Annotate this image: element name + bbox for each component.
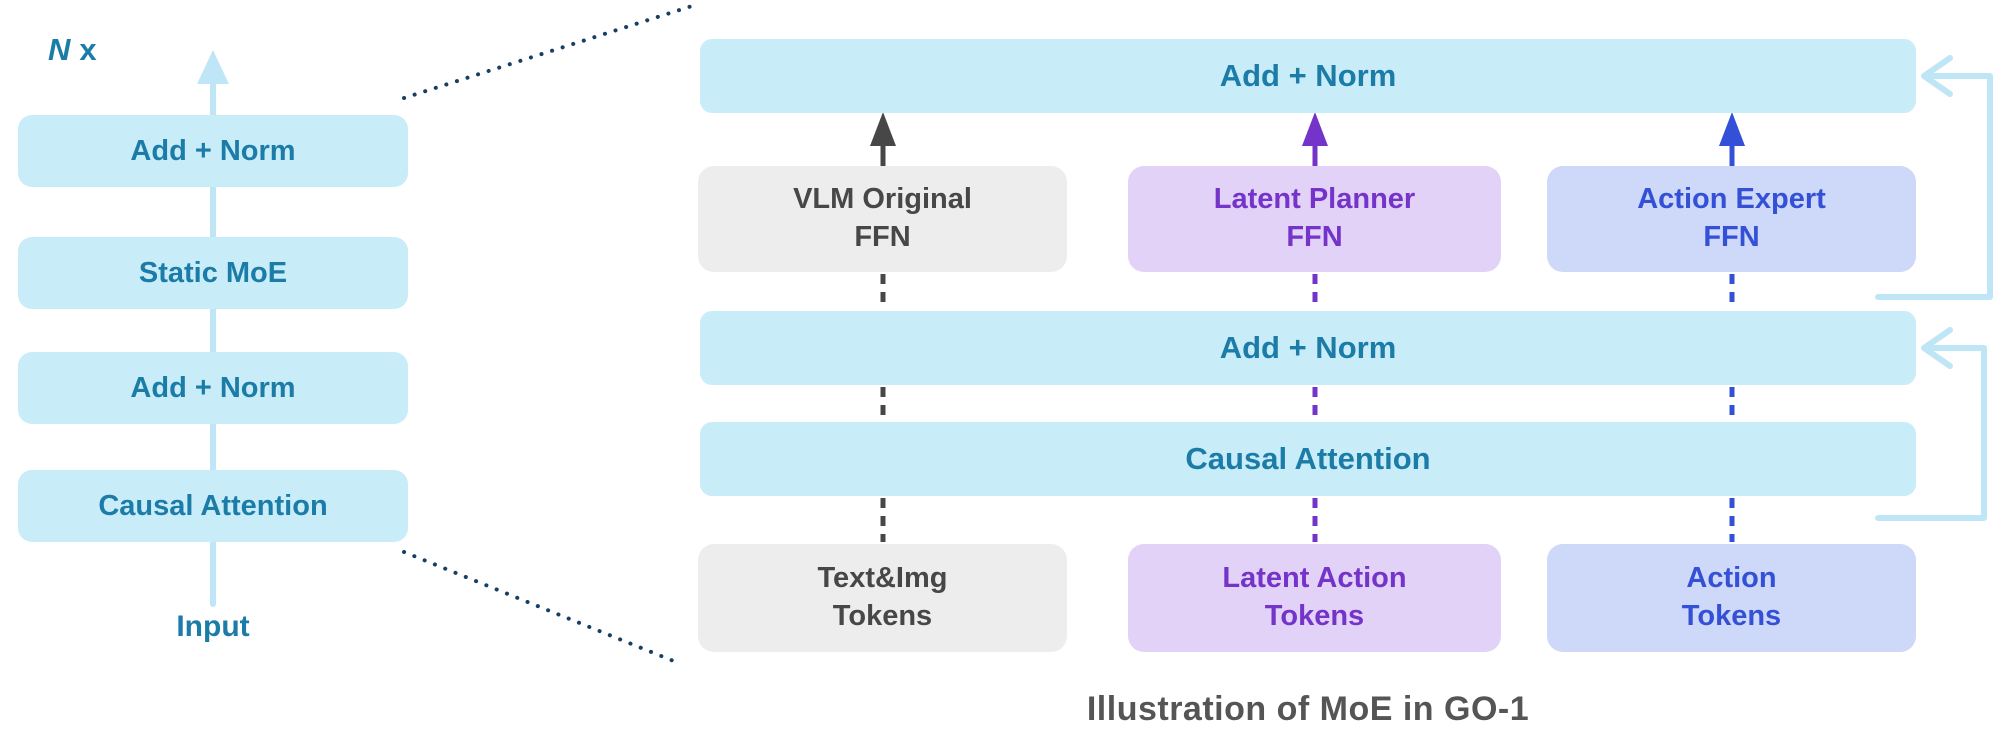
token-latent-action: Latent Action Tokens bbox=[1128, 544, 1501, 652]
residual-connection-mid bbox=[1875, 327, 1987, 521]
action-ffn-output-arrow bbox=[1719, 112, 1745, 146]
expansion-dotted-line-bottom bbox=[402, 550, 678, 664]
left-block-static-moe: Static MoE bbox=[18, 237, 408, 309]
latent-planner-ffn-output-arrow bbox=[1302, 112, 1328, 146]
repeat-x-label: x bbox=[79, 32, 97, 67]
token-text-img: Text&Img Tokens bbox=[698, 544, 1067, 652]
left-block-causal-attention: Causal Attention bbox=[18, 470, 408, 542]
bar-add-norm-top: Add + Norm bbox=[700, 39, 1916, 113]
input-label: Input bbox=[176, 610, 250, 643]
bar-causal-attention: Causal Attention bbox=[700, 422, 1916, 496]
expert-action-expert-ffn: Action Expert FFN bbox=[1547, 166, 1916, 272]
expert-latent-planner-ffn: Latent Planner FFN bbox=[1128, 166, 1501, 272]
left-block-add-norm-top: Add + Norm bbox=[18, 115, 408, 187]
bar-add-norm-mid: Add + Norm bbox=[700, 311, 1916, 385]
expansion-dotted-line-top bbox=[402, 4, 694, 100]
repeat-n-label: N bbox=[48, 32, 71, 67]
action-expert-column-connectors bbox=[1719, 112, 1745, 542]
vlm-ffn-output-arrow bbox=[870, 112, 896, 146]
residual-connection-top bbox=[1875, 55, 1993, 300]
diagram-caption: Illustration of MoE in GO-1 bbox=[1086, 690, 1530, 728]
expert-vlm-original-ffn: VLM Original FFN bbox=[698, 166, 1067, 272]
token-action: Action Tokens bbox=[1547, 544, 1916, 652]
left-block-add-norm-mid: Add + Norm bbox=[18, 352, 408, 424]
